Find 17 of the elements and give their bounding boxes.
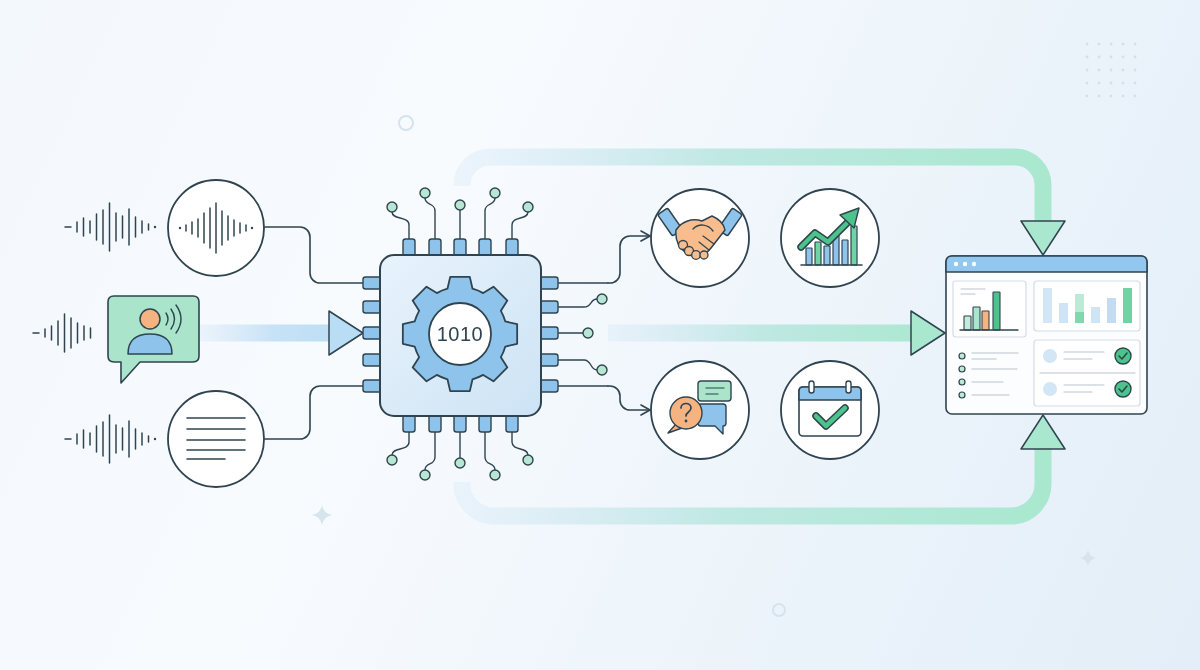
flow-arrow	[200, 310, 364, 356]
flow-arrow	[453, 148, 1066, 256]
connector-line	[264, 385, 364, 440]
arrow	[607, 385, 651, 416]
connector-line	[264, 226, 364, 284]
handshake-icon	[650, 188, 750, 288]
question-chat-icon	[650, 360, 750, 460]
dashboard-window	[945, 255, 1148, 415]
text-lines-icon	[167, 390, 265, 488]
calendar-check-icon	[780, 360, 880, 460]
sound-wave-icon	[167, 179, 265, 277]
person-speech-bubble-icon	[107, 295, 200, 385]
flow-arrow	[453, 414, 1066, 525]
growth-chart-icon	[780, 188, 880, 288]
flow-arrow	[608, 310, 946, 356]
processor-chip	[362, 186, 608, 482]
binary-code-label: 1010	[436, 323, 484, 345]
